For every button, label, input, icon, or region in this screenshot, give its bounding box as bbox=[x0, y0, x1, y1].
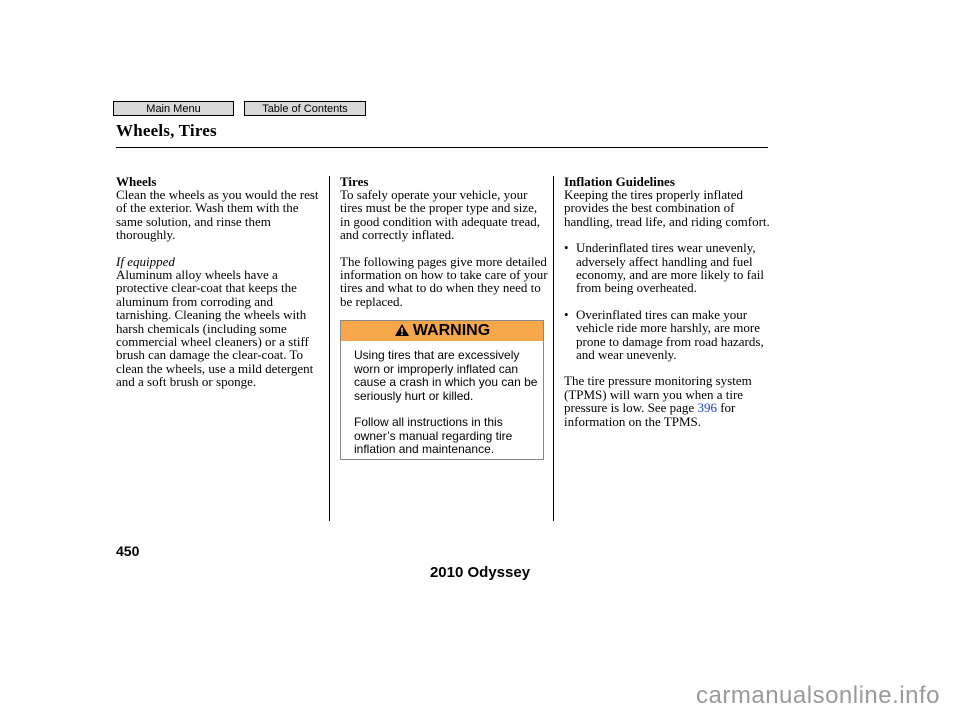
table-of-contents-button[interactable]: Table of Contents bbox=[244, 101, 366, 116]
if-equipped-note: If equipped bbox=[116, 253, 175, 269]
wheels-paragraph-2: Aluminum alloy wheels have a protective … bbox=[116, 267, 314, 390]
column-divider-2 bbox=[553, 176, 554, 521]
warning-paragraph-2: Follow all instructions in this owner’s … bbox=[354, 415, 513, 456]
column-divider-1 bbox=[329, 176, 330, 521]
wheels-paragraph-1: Clean the wheels as you would the rest o… bbox=[116, 187, 319, 243]
inflation-column: Inflation Guidelines Keeping the tires p… bbox=[564, 175, 774, 428]
inflation-bullet-1: • Underinflated tires wear unevenly, adv… bbox=[564, 241, 774, 295]
page-number: 450 bbox=[116, 543, 140, 559]
warning-box: WARNING Using tires that are excessively… bbox=[340, 320, 544, 460]
tpms-paragraph: The tire pressure monitoring system (TPM… bbox=[564, 374, 774, 428]
page-396-link[interactable]: 396 bbox=[697, 400, 717, 416]
bullet-icon: • bbox=[564, 306, 569, 322]
warning-header: WARNING bbox=[341, 321, 543, 341]
page-title: Wheels, Tires bbox=[116, 121, 217, 140]
tpms-text-before: The tire pressure monitoring system (TPM… bbox=[564, 373, 752, 416]
warning-paragraph-1: Using tires that are excessively worn or… bbox=[354, 348, 538, 403]
wheels-heading: Wheels bbox=[116, 174, 157, 189]
tires-paragraph-1: To safely operate your vehicle, your tir… bbox=[340, 187, 541, 243]
tpms-text-after: for information on the TPMS. bbox=[564, 400, 736, 429]
watermark: carmanualsonline.info bbox=[696, 682, 940, 709]
title-divider bbox=[116, 147, 768, 148]
warning-label: WARNING bbox=[412, 322, 491, 339]
warning-triangle-icon bbox=[394, 323, 410, 343]
inflation-bullet-2: • Overinflated tires can make your vehic… bbox=[564, 306, 774, 363]
bullet-text: Overinflated tires can make your vehicle… bbox=[576, 306, 764, 363]
bullet-text: Underinflated tires wear unevenly, adver… bbox=[576, 240, 764, 296]
bullet-icon: • bbox=[564, 240, 569, 256]
wheels-column: Wheels Clean the wheels as you would the… bbox=[116, 175, 326, 389]
main-menu-button[interactable]: Main Menu bbox=[113, 101, 234, 116]
tires-column: Tires To safely operate your vehicle, yo… bbox=[340, 175, 548, 308]
footer-model: 2010 Odyssey bbox=[429, 564, 531, 581]
tires-paragraph-2: The following pages give more detailed i… bbox=[340, 253, 548, 309]
inflation-paragraph-1: Keeping the tires properly inflated prov… bbox=[564, 187, 770, 229]
tires-heading: Tires bbox=[340, 174, 369, 189]
inflation-heading: Inflation Guidelines bbox=[564, 174, 675, 189]
warning-body: Using tires that are excessively worn or… bbox=[341, 341, 543, 457]
